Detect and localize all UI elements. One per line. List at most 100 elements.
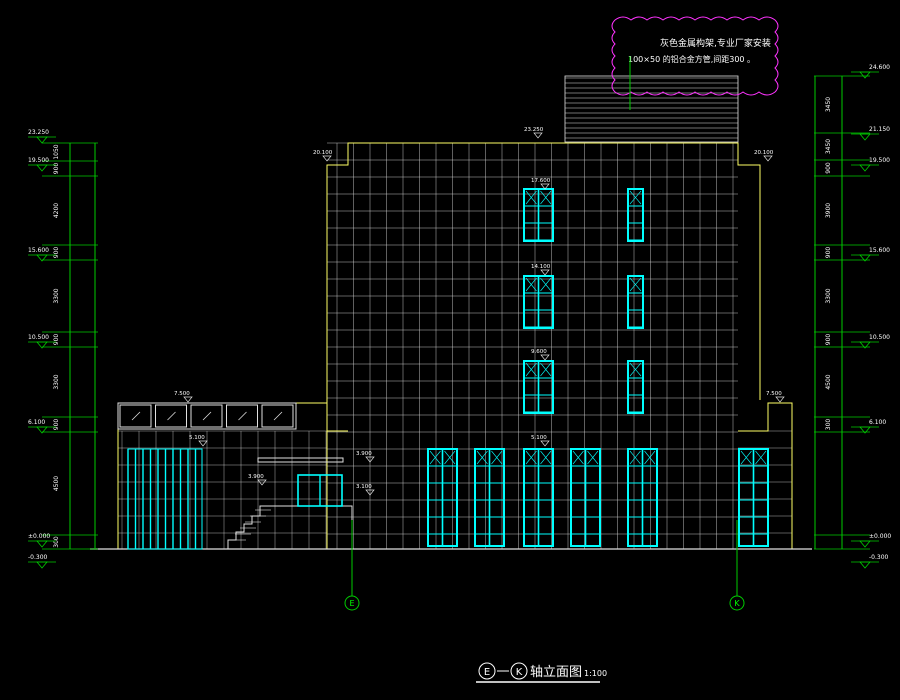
dim-text-left: 300 bbox=[53, 536, 60, 548]
dim-text-right: 3900 bbox=[825, 203, 832, 218]
elevation-triangle bbox=[859, 164, 871, 172]
elevation-triangle bbox=[859, 71, 871, 79]
vent-cross bbox=[525, 450, 537, 465]
dim-text-left: 900 bbox=[53, 163, 60, 175]
win-floor-5-right bbox=[627, 188, 644, 242]
elevation-right: -0.300 bbox=[869, 554, 889, 561]
roof-frame bbox=[564, 75, 739, 143]
dim-text-left: 3300 bbox=[53, 288, 60, 303]
elevation-triangle bbox=[36, 561, 48, 569]
glass-hatch bbox=[273, 411, 283, 421]
vent-cross bbox=[540, 450, 552, 465]
axis-marker-k: K bbox=[729, 520, 745, 611]
vent-cross bbox=[629, 277, 642, 292]
inner-elevation-text: 7.500 bbox=[174, 391, 190, 397]
entrance-stair bbox=[227, 505, 353, 549]
inner-elevation-text: 20.100 bbox=[313, 150, 333, 156]
vent-cross bbox=[476, 450, 488, 465]
inner-elevation-text: 23.250 bbox=[524, 127, 544, 133]
glass-hatch bbox=[131, 411, 141, 421]
inner-elevation-text: 3.100 bbox=[356, 484, 372, 490]
vent-cross bbox=[629, 450, 641, 465]
inner-elev-triangle bbox=[533, 132, 543, 139]
inner-elev-triangle bbox=[763, 155, 773, 162]
inner-elevation-text: 17.600 bbox=[531, 178, 551, 184]
curtain-wall bbox=[127, 448, 203, 550]
clerestory-band bbox=[117, 402, 297, 430]
elevation-left: 23.250 bbox=[28, 129, 49, 136]
glass-hatch bbox=[238, 411, 247, 421]
elevation-right: 6.100 bbox=[869, 419, 886, 426]
inner-elev-triangle bbox=[540, 269, 550, 276]
clerestory-window bbox=[261, 404, 294, 428]
elevation-right: 24.600 bbox=[869, 64, 890, 71]
building-outline bbox=[90, 75, 812, 550]
inner-elev-triangle bbox=[540, 354, 550, 361]
elevation-right: 15.600 bbox=[869, 247, 890, 254]
vent-cross bbox=[740, 450, 752, 465]
inner-elevation-text: 3.900 bbox=[356, 451, 372, 457]
elevation-left: 19.500 bbox=[28, 157, 49, 164]
svg-text:K: K bbox=[734, 599, 740, 608]
axis-marker-e: E bbox=[344, 520, 360, 611]
vent-cross bbox=[540, 362, 552, 377]
dim-text-left: 3300 bbox=[53, 374, 60, 389]
inner-elev-triangle bbox=[775, 396, 785, 403]
vent-cross bbox=[525, 362, 537, 377]
vent-cross bbox=[491, 450, 503, 465]
wing-outline bbox=[738, 402, 793, 549]
vent-cross bbox=[525, 190, 537, 205]
elevation-left: 15.600 bbox=[28, 247, 49, 254]
dim-text-left: 900 bbox=[53, 419, 60, 431]
title-axis-end: K bbox=[516, 667, 523, 678]
vent-cross bbox=[629, 190, 642, 205]
note-line-2: 100×50 的铝合金方管,间距300 。 bbox=[628, 54, 755, 64]
svg-text:E: E bbox=[349, 599, 354, 608]
dim-text-right: 3450 bbox=[825, 97, 832, 112]
elevation-right: 19.500 bbox=[869, 157, 890, 164]
dim-text-right: 3450 bbox=[825, 139, 832, 154]
clerestory-window bbox=[119, 404, 152, 428]
elevation-triangle bbox=[859, 561, 871, 569]
inner-elev-triangle bbox=[183, 396, 193, 403]
vent-cross bbox=[572, 450, 584, 465]
dim-text-left: 900 bbox=[53, 334, 60, 346]
revision-cloud bbox=[611, 16, 779, 96]
inner-elev-triangle bbox=[257, 479, 267, 486]
elevation-labels: 1050900420090033009003300900450030034503… bbox=[28, 64, 891, 569]
inner-elev-triangle bbox=[540, 183, 550, 190]
elevation-left: -0.300 bbox=[28, 554, 48, 561]
inner-elev-triangle bbox=[198, 440, 208, 447]
drawing-title-block: E K 轴立面图 1:100 bbox=[476, 662, 607, 683]
inner-elev-triangle bbox=[365, 456, 375, 463]
vent-cross bbox=[429, 450, 441, 465]
inner-elevation-text: 14.100 bbox=[531, 264, 551, 270]
vent-cross bbox=[525, 277, 537, 292]
title-axis-start: E bbox=[484, 667, 490, 678]
elevation-right: 21.150 bbox=[869, 126, 890, 133]
win-floor-3-right bbox=[627, 360, 644, 414]
elevation-triangle bbox=[36, 136, 48, 144]
dim-text-right: 300 bbox=[825, 419, 832, 431]
inner-elevation-text: 3.900 bbox=[248, 474, 264, 480]
inner-elev-triangle bbox=[365, 489, 375, 496]
vent-cross bbox=[587, 450, 599, 465]
vent-cross bbox=[444, 450, 456, 465]
dim-text-right: 4500 bbox=[825, 374, 832, 389]
drawing-title: 轴立面图 bbox=[530, 665, 582, 680]
dim-text-right: 900 bbox=[825, 334, 832, 346]
facade-panel-grid bbox=[118, 77, 792, 549]
inner-elevation-text: 7.500 bbox=[766, 391, 782, 397]
vent-cross bbox=[629, 362, 642, 377]
elevation-left: 6.100 bbox=[28, 419, 45, 426]
clerestory-window bbox=[155, 404, 187, 428]
dim-text-right: 900 bbox=[825, 162, 832, 174]
elevation-left: ±0.000 bbox=[28, 533, 50, 540]
win-floor-4-right bbox=[627, 275, 644, 329]
dimension-lines bbox=[42, 75, 870, 550]
inner-elev-triangle bbox=[540, 440, 550, 447]
vent-cross bbox=[540, 190, 552, 205]
dim-text-right: 900 bbox=[825, 247, 832, 259]
drawing-scale: 1:100 bbox=[584, 669, 607, 678]
